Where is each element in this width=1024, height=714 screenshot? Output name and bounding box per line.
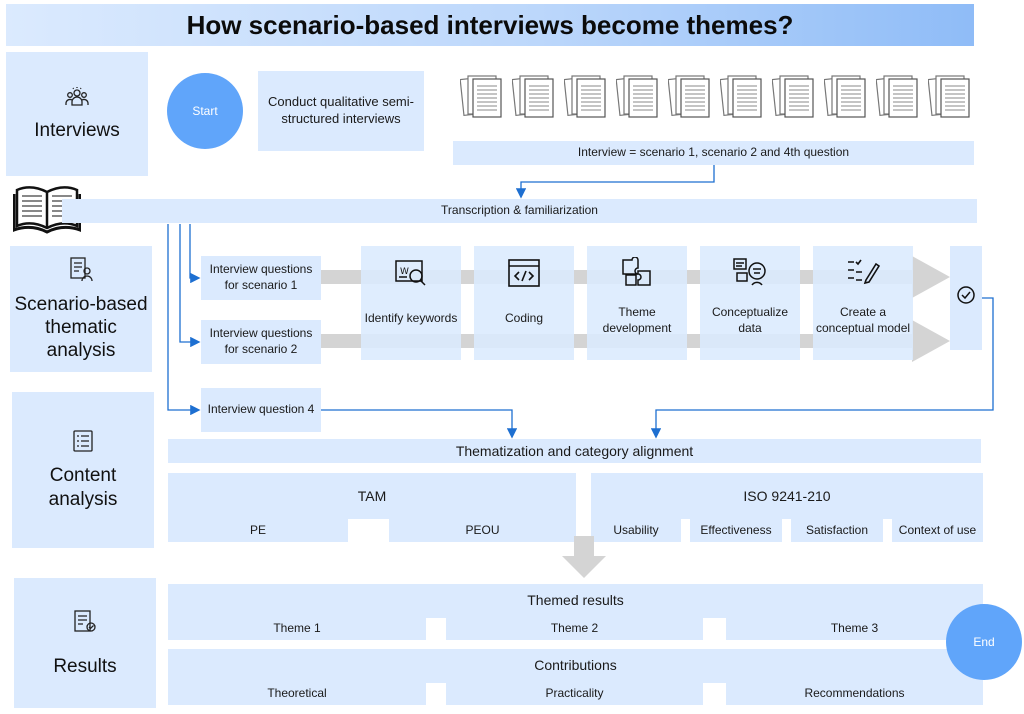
questions-scenario-1: Interview questions for scenario 1 [201, 256, 321, 300]
themed-results-header [168, 584, 983, 618]
puzzle-icon [620, 256, 654, 290]
thematization-box: Thematization and category alignment [168, 439, 981, 463]
step-label: Create a conceptual model [815, 305, 911, 336]
document-stack-icon [823, 72, 868, 125]
section-title-scenario-1: Scenario-based [14, 293, 148, 315]
section-title-content-2: analysis [48, 488, 118, 510]
theme-1: Theme 1 [168, 617, 426, 640]
tam-title: TAM [357, 487, 387, 504]
document-stack-icon [667, 72, 712, 125]
keyword-search-icon: W [394, 256, 428, 290]
theme-2: Theme 2 [446, 617, 703, 640]
tam-header [168, 473, 576, 519]
iso-item-usability: Usability [591, 519, 681, 542]
iso-item-satisfaction: Satisfaction [791, 519, 883, 542]
contributions-header [168, 649, 983, 683]
checklist-icon [72, 429, 94, 458]
document-stack-icon [927, 72, 972, 125]
iso-item-effectiveness: Effectiveness [690, 519, 782, 542]
svg-text:W: W [400, 267, 409, 277]
iso-item-context-of-use: Context of use [892, 519, 983, 542]
start-node: Start [167, 73, 243, 149]
contributions-title: Contributions [534, 656, 617, 673]
interview-definition-box: Interview = scenario 1, scenario 2 and 4… [453, 141, 974, 165]
completion-box [950, 246, 982, 350]
section-title-interviews: Interviews [34, 119, 120, 141]
step-conceptualize-data: Conceptualize data [700, 246, 800, 360]
document-stack-icon [719, 72, 764, 125]
contribution-theoretical: Theoretical [168, 682, 426, 705]
step-create-conceptual-model: Create a conceptual model [813, 246, 913, 360]
section-title-content-1: Content [49, 465, 117, 487]
step-identify-keywords: W Identify keywords [361, 246, 461, 360]
iso-header [591, 473, 983, 519]
iso-title: ISO 9241-210 [743, 487, 831, 504]
document-person-icon [69, 256, 93, 287]
step-label: Theme development [602, 305, 672, 336]
document-stack-icon [771, 72, 816, 125]
section-scenario-analysis: Scenario-based thematic analysis [10, 246, 152, 372]
step-theme-development: Theme development [587, 246, 687, 360]
transcription-box: Transcription & familiarization [62, 199, 977, 223]
thinking-head-icon [732, 256, 768, 290]
section-title-scenario-2: thematic [45, 316, 117, 338]
people-icon [64, 86, 90, 113]
section-content-analysis: Content analysis [12, 392, 154, 548]
theme-3: Theme 3 [726, 617, 983, 640]
document-stack-icon [615, 72, 660, 125]
step-coding: Coding [474, 246, 574, 360]
section-results: Results [14, 578, 156, 708]
section-title-scenario-3: analysis [46, 340, 116, 362]
check-circle-icon [956, 285, 976, 312]
document-stack-icon [459, 72, 504, 125]
contribution-recommendations: Recommendations [726, 682, 983, 705]
section-interviews: Interviews [6, 52, 148, 176]
step-label: Coding [504, 311, 544, 325]
code-icon [507, 256, 541, 290]
clipboard-check-icon [73, 608, 97, 639]
tam-item-peou: PEOU [389, 519, 576, 542]
conduct-interviews-box: Conduct qualitative semi-structured inte… [258, 71, 424, 151]
contribution-practicality: Practicality [446, 682, 703, 705]
edit-checklist-icon [846, 256, 880, 290]
diagram-title: How scenario-based interviews become the… [6, 4, 974, 46]
document-stack-icon [563, 72, 608, 125]
document-stack-icon [875, 72, 920, 125]
themed-results-title: Themed results [527, 591, 624, 608]
document-stack-icon [511, 72, 556, 125]
step-label: Conceptualize data [711, 305, 789, 336]
section-title-results: Results [53, 655, 117, 677]
question-4: Interview question 4 [201, 388, 321, 432]
tam-item-pe: PE [168, 519, 348, 542]
questions-scenario-2: Interview questions for scenario 2 [201, 320, 321, 364]
end-node: End [946, 604, 1022, 680]
step-label: Identify keywords [364, 311, 458, 325]
